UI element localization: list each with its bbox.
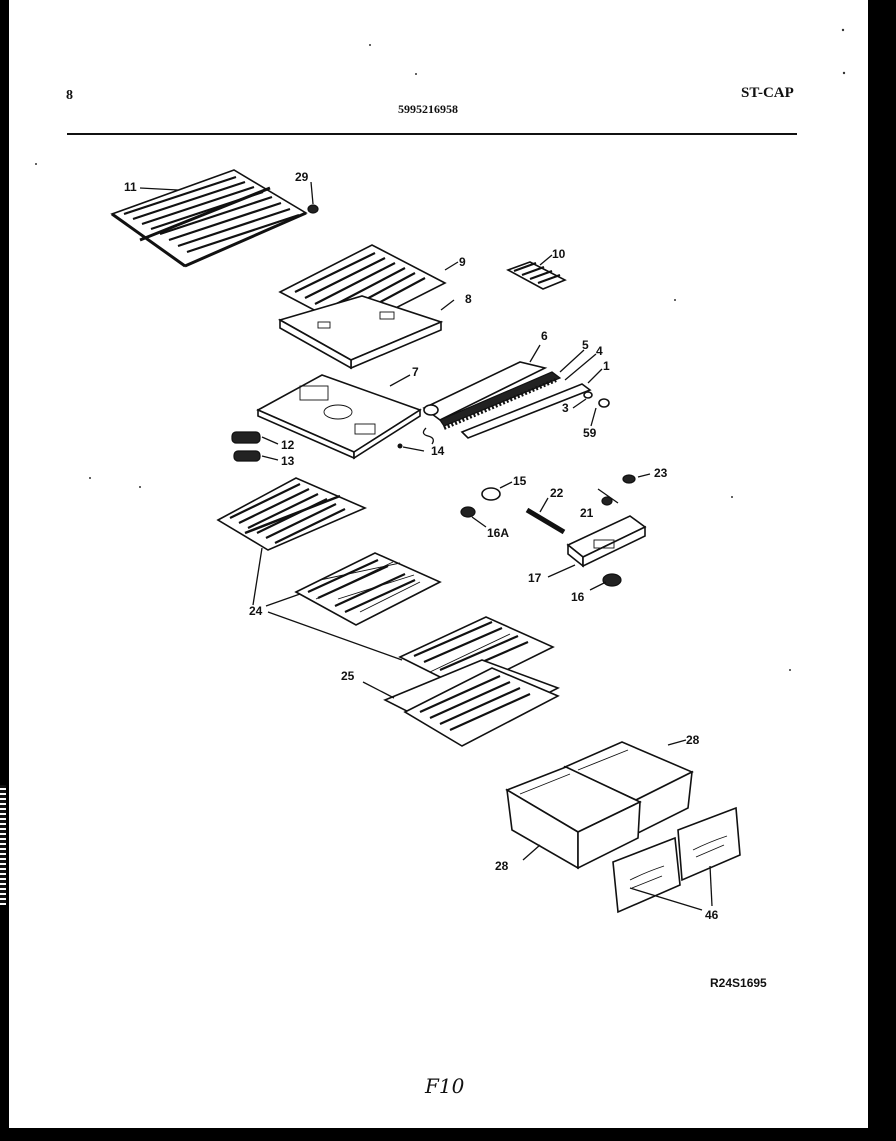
callout-46: 46 bbox=[705, 908, 719, 922]
callout-9: 9 bbox=[459, 255, 466, 269]
callout-6: 6 bbox=[541, 329, 548, 343]
part-23-thermostat bbox=[622, 473, 651, 484]
callout-10: 10 bbox=[552, 247, 566, 261]
part-24-glass-shelf-a bbox=[294, 552, 442, 626]
callout-28-top: 28 bbox=[686, 733, 700, 747]
callout-24-leaders bbox=[252, 547, 403, 661]
part-29-clip bbox=[307, 181, 319, 214]
part-4-wire bbox=[564, 353, 597, 381]
drawing-reference: R24S1695 bbox=[710, 976, 767, 990]
harness-wire bbox=[422, 427, 434, 445]
scan-specks bbox=[35, 28, 846, 671]
part-12-clip bbox=[231, 431, 279, 445]
callout-12: 12 bbox=[281, 438, 295, 452]
part-28-drawer-left bbox=[505, 766, 642, 870]
callout-17: 17 bbox=[528, 571, 542, 585]
section-code: ST-CAP bbox=[741, 85, 794, 101]
callout-3: 3 bbox=[562, 401, 569, 415]
callout-59: 59 bbox=[583, 426, 597, 440]
part-46-drawer-front-right bbox=[677, 806, 741, 882]
callout-15: 15 bbox=[513, 474, 527, 488]
callout-16: 16 bbox=[571, 590, 585, 604]
handwritten-note: F10 bbox=[424, 1074, 465, 1098]
part-25-crisper-cover bbox=[362, 659, 560, 747]
part-21-knob bbox=[597, 488, 619, 506]
callout-4: 4 bbox=[596, 344, 603, 358]
part-6-duct bbox=[422, 344, 548, 421]
part-13-clip bbox=[233, 450, 279, 462]
callout-22: 22 bbox=[550, 486, 564, 500]
callout-25: 25 bbox=[341, 669, 355, 683]
part-5-heater bbox=[439, 349, 585, 430]
part-1-rod bbox=[460, 368, 603, 439]
part-11-wire-shelf bbox=[110, 169, 308, 268]
part-8-shelf-frame bbox=[277, 295, 444, 370]
part-3-bracket bbox=[572, 391, 593, 409]
part-10-grille bbox=[506, 261, 567, 290]
part-7-cover bbox=[256, 374, 422, 460]
callout-24: 24 bbox=[249, 604, 263, 618]
page-number: 8 bbox=[66, 88, 73, 103]
callout-16a: 16A bbox=[487, 526, 509, 540]
callout-13: 13 bbox=[281, 454, 295, 468]
part-14-screw bbox=[397, 443, 425, 452]
callout-21: 21 bbox=[580, 506, 594, 520]
scan-edge-mark bbox=[0, 785, 6, 905]
part-15-socket bbox=[481, 481, 513, 501]
callout-46-leaders bbox=[629, 865, 713, 911]
callout-23: 23 bbox=[654, 466, 668, 480]
callout-5: 5 bbox=[582, 338, 589, 352]
callout-1: 1 bbox=[603, 359, 610, 373]
part-number: 5995216958 bbox=[398, 102, 458, 116]
part-16a-bulb bbox=[460, 506, 487, 528]
callout-29: 29 bbox=[295, 170, 309, 184]
callout-14: 14 bbox=[431, 444, 445, 458]
part-59-connector bbox=[590, 398, 610, 427]
part-22-rod bbox=[525, 497, 566, 535]
part-16-knob bbox=[589, 573, 622, 591]
callout-28-bottom: 28 bbox=[495, 859, 509, 873]
callout-7: 7 bbox=[412, 365, 419, 379]
callout-8: 8 bbox=[465, 292, 472, 306]
part-24-wire-shelf bbox=[216, 477, 368, 551]
part-17-control-housing bbox=[547, 515, 647, 578]
part-46-drawer-front-left bbox=[612, 836, 681, 914]
callout-11: 11 bbox=[124, 180, 137, 194]
